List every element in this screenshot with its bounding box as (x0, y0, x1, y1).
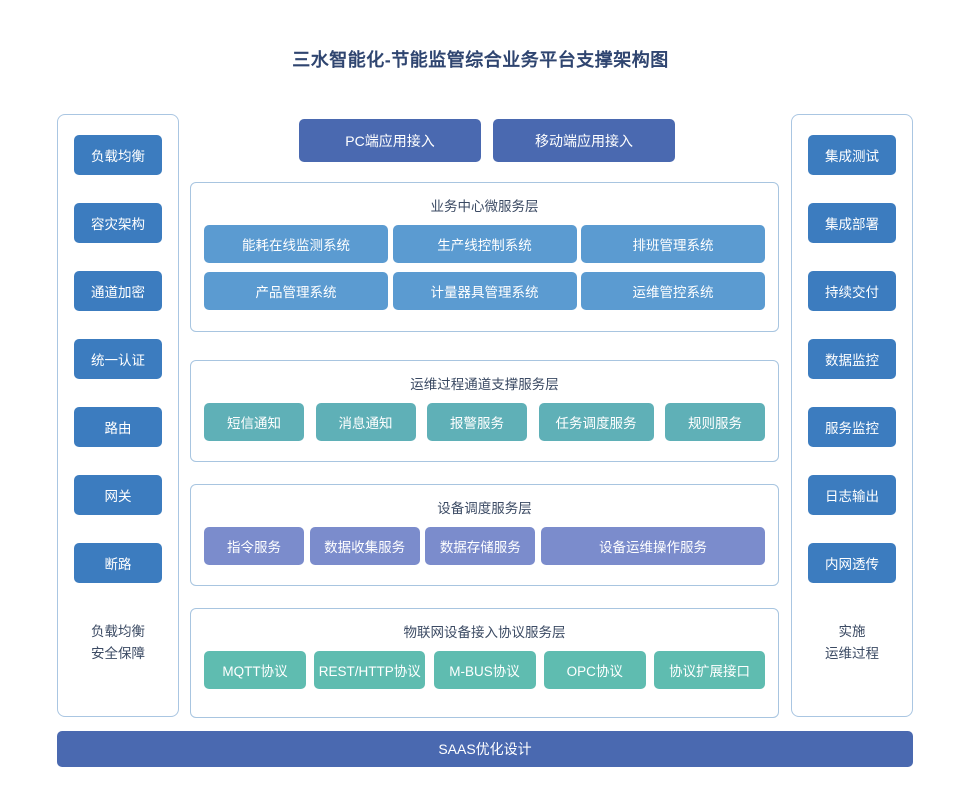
protocol-layer-title: 物联网设备接入协议服务层 (403, 625, 566, 640)
left-sidebar-footer: 负载均衡 安全保障 (91, 621, 145, 665)
service-chip[interactable]: M-BUS协议 (433, 651, 536, 689)
service-chip[interactable]: 计量器具管理系统 (392, 272, 577, 310)
service-chip[interactable]: 任务调度服务 (538, 403, 654, 441)
sidebar-item-channel-encryption[interactable]: 通道加密 (74, 271, 162, 311)
sidebar-item-disaster-recovery[interactable]: 容灾架构 (74, 203, 162, 243)
service-chip[interactable]: 设备运维操作服务 (540, 527, 765, 565)
ops-channel-support-layer: 运维过程通道支撑服务层 短信通知消息通知报警服务任务调度服务规则服务 (190, 360, 779, 462)
application-access-row: PC端应用接入 移动端应用接入 (299, 119, 675, 162)
service-chip[interactable]: REST/HTTP协议 (314, 651, 426, 689)
service-chip[interactable]: 运维管控系统 (581, 272, 765, 310)
business-layer-row-2: 产品管理系统计量器具管理系统运维管控系统 (191, 272, 778, 310)
business-layer-row-1: 能耗在线监测系统生产线控制系统排班管理系统 (191, 225, 778, 263)
service-chip[interactable]: 数据存储服务 (425, 527, 536, 565)
service-chip[interactable]: 消息通知 (315, 403, 416, 441)
sidebar-item-intranet-tunnel[interactable]: 内网透传 (808, 543, 896, 583)
sidebar-item-continuous-delivery[interactable]: 持续交付 (808, 271, 896, 311)
business-microservice-layer: 业务中心微服务层 能耗在线监测系统生产线控制系统排班管理系统 产品管理系统计量器… (190, 182, 779, 332)
sidebar-item-integration-deploy[interactable]: 集成部署 (808, 203, 896, 243)
right-sidebar-footer-line2: 运维过程 (825, 646, 879, 661)
left-sidebar-panel: 负载均衡 容灾架构 通道加密 统一认证 路由 网关 断路 负载均衡 安全保障 (57, 114, 179, 717)
page-title: 三水智能化-节能监管综合业务平台支撑架构图 (292, 50, 669, 70)
service-chip[interactable]: 产品管理系统 (204, 272, 388, 310)
business-layer-title: 业务中心微服务层 (430, 199, 539, 214)
service-chip[interactable]: 排班管理系统 (581, 225, 765, 263)
sidebar-item-load-balance[interactable]: 负载均衡 (74, 135, 162, 175)
ops-layer-row-1: 短信通知消息通知报警服务任务调度服务规则服务 (191, 403, 778, 441)
service-chip[interactable]: 协议扩展接口 (654, 651, 765, 689)
left-sidebar-footer-line2: 安全保障 (91, 646, 145, 661)
sidebar-item-service-monitoring[interactable]: 服务监控 (808, 407, 896, 447)
device-scheduling-layer: 设备调度服务层 指令服务数据收集服务数据存储服务设备运维操作服务 (190, 484, 779, 586)
left-sidebar-footer-line1: 负载均衡 (91, 624, 145, 639)
device-layer-row-1: 指令服务数据收集服务数据存储服务设备运维操作服务 (191, 527, 778, 565)
pc-access-button[interactable]: PC端应用接入 (299, 119, 481, 162)
service-chip[interactable]: 规则服务 (665, 403, 765, 441)
device-layer-title: 设备调度服务层 (437, 501, 532, 516)
service-chip[interactable]: 生产线控制系统 (392, 225, 577, 263)
sidebar-item-unified-auth[interactable]: 统一认证 (74, 339, 162, 379)
mobile-access-button[interactable]: 移动端应用接入 (493, 119, 675, 162)
saas-optimization-bar[interactable]: SAAS优化设计 (57, 731, 913, 767)
right-sidebar-footer-line1: 实施 (838, 624, 866, 639)
ops-layer-title: 运维过程通道支撑服务层 (410, 377, 559, 392)
service-chip[interactable]: 指令服务 (204, 527, 304, 565)
sidebar-item-gateway[interactable]: 网关 (74, 475, 162, 515)
service-chip[interactable]: 能耗在线监测系统 (204, 225, 388, 263)
sidebar-item-routing[interactable]: 路由 (74, 407, 162, 447)
service-chip[interactable]: OPC协议 (543, 651, 646, 689)
right-sidebar-panel: 集成测试 集成部署 持续交付 数据监控 服务监控 日志输出 内网透传 实施 运维… (791, 114, 913, 717)
sidebar-item-data-monitoring[interactable]: 数据监控 (808, 339, 896, 379)
right-sidebar-footer: 实施 运维过程 (825, 621, 879, 665)
service-chip[interactable]: 短信通知 (204, 403, 304, 441)
sidebar-item-log-output[interactable]: 日志输出 (808, 475, 896, 515)
service-chip[interactable]: MQTT协议 (204, 651, 306, 689)
service-chip[interactable]: 数据收集服务 (309, 527, 420, 565)
service-chip[interactable]: 报警服务 (427, 403, 527, 441)
sidebar-item-integration-test[interactable]: 集成测试 (808, 135, 896, 175)
sidebar-item-circuit-breaker[interactable]: 断路 (74, 543, 162, 583)
